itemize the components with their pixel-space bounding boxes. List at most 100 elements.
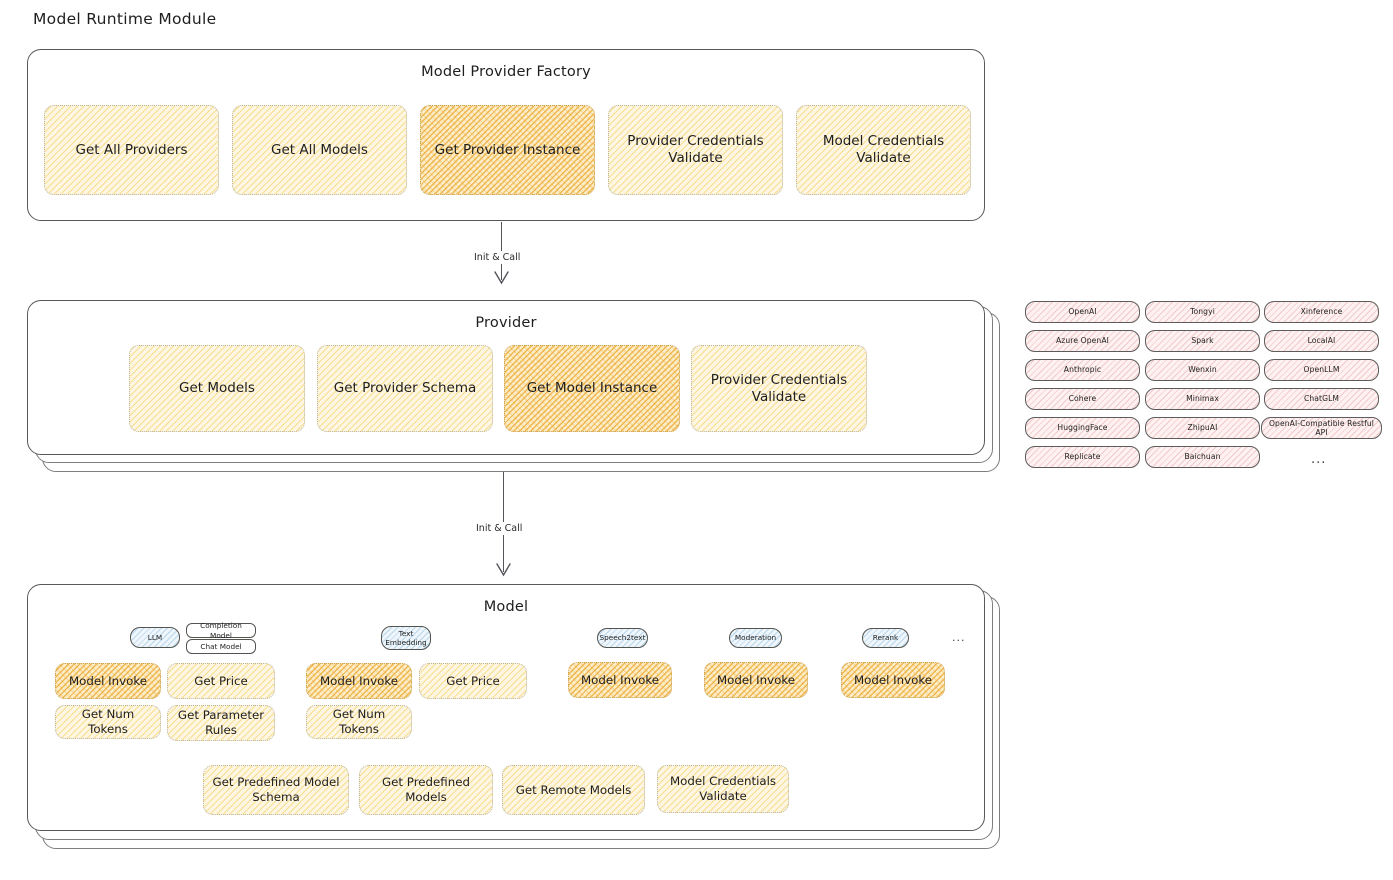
model-op-label: Get Price — [194, 673, 248, 688]
provider-chip-label: Cohere — [1068, 394, 1097, 404]
provider-chip-label: Wenxin — [1188, 365, 1217, 375]
model-common-op-label: Get Remote Models — [515, 782, 632, 797]
provider-chip-label: Anthropic — [1063, 365, 1102, 375]
model-op-moderation-model-invoke[interactable]: Model Invoke — [704, 662, 808, 698]
provider-card-provider-credentials-validate[interactable]: Provider Credentials Validate — [691, 345, 867, 432]
provider-chip-label: OpenAI — [1068, 307, 1097, 317]
model-op-speech2text-model-invoke[interactable]: Model Invoke — [568, 662, 672, 698]
provider-chip-label: HuggingFace — [1057, 423, 1108, 433]
model-op-llm-get-price[interactable]: Get Price — [167, 663, 275, 699]
model-op-label: Model Invoke — [320, 673, 398, 688]
model-sub-badge-label: Completion Model — [200, 621, 242, 640]
provider-chip-openllm[interactable]: OpenLLM — [1264, 359, 1379, 381]
provider-chip-zhipuai[interactable]: ZhipuAI — [1145, 417, 1260, 439]
model-op-label: Model Invoke — [717, 672, 795, 687]
provider-chip-replicate[interactable]: Replicate — [1025, 446, 1140, 468]
provider-card-label: Get Models — [179, 380, 255, 397]
model-common-op-label: Model Credentials Validate — [669, 774, 777, 803]
model-type-badge-label: Speech2text — [599, 633, 646, 643]
provider-chip-cohere[interactable]: Cohere — [1025, 388, 1140, 410]
model-op-embedding-get-num-tokens[interactable]: Get Num Tokens — [306, 705, 412, 739]
provider-card-label: Get Provider Schema — [333, 380, 477, 397]
model-common-op-get-predefined-model-schema[interactable]: Get Predefined Model Schema — [203, 765, 349, 815]
provider-list-more: ... — [1311, 452, 1327, 467]
provider-chip-xinference[interactable]: Xinference — [1264, 301, 1379, 323]
provider-chip-label: Baichuan — [1184, 452, 1221, 462]
connector-arrowhead-2 — [495, 562, 512, 578]
model-op-label: Model Invoke — [69, 673, 147, 688]
model-op-rerank-model-invoke[interactable]: Model Invoke — [841, 662, 945, 698]
factory-card-provider-credentials-validate[interactable]: Provider Credentials Validate — [608, 105, 783, 195]
provider-card-label: Provider Credentials Validate — [710, 371, 848, 405]
provider-chip-huggingface[interactable]: HuggingFace — [1025, 417, 1140, 439]
model-type-badge-label: Moderation — [734, 633, 777, 643]
provider-chip-label: Tongyi — [1190, 307, 1215, 317]
provider-chip-label: ChatGLM — [1303, 394, 1340, 404]
model-op-label: Get Parameter Rules — [177, 708, 265, 737]
provider-chip-label: Azure OpenAI — [1056, 336, 1109, 346]
provider-chip-spark[interactable]: Spark — [1145, 330, 1260, 352]
factory-card-label: Get All Models — [271, 141, 368, 158]
provider-chip-localai[interactable]: LocalAI — [1264, 330, 1379, 352]
provider-card-get-model-instance[interactable]: Get Model Instance — [504, 345, 680, 432]
provider-chip-label: Minimax — [1186, 394, 1219, 404]
model-common-op-label: Get Predefined Model Schema — [212, 775, 340, 804]
factory-card-label: Get All Providers — [75, 141, 188, 158]
model-type-badge-label: LLM — [147, 632, 163, 642]
provider-card-get-models[interactable]: Get Models — [129, 345, 305, 432]
model-common-op-model-credentials-validate[interactable]: Model Credentials Validate — [657, 765, 789, 813]
provider-chip-label: Replicate — [1064, 452, 1101, 462]
page-title: Model Runtime Module — [33, 10, 217, 28]
model-op-label: Get Price — [446, 673, 500, 688]
model-type-badge-speech2text[interactable]: Speech2text — [597, 628, 648, 648]
model-provider-factory-title: Model Provider Factory — [421, 64, 591, 80]
factory-card-get-all-providers[interactable]: Get All Providers — [44, 105, 219, 195]
provider-card-get-provider-schema[interactable]: Get Provider Schema — [317, 345, 493, 432]
factory-card-get-all-models[interactable]: Get All Models — [232, 105, 407, 195]
provider-chip-chatglm[interactable]: ChatGLM — [1264, 388, 1379, 410]
factory-card-label: Model Credentials Validate — [822, 133, 945, 166]
connector-arrowhead-1 — [493, 270, 510, 286]
factory-card-label: Provider Credentials Validate — [627, 133, 764, 166]
model-common-op-get-remote-models[interactable]: Get Remote Models — [502, 765, 645, 815]
factory-card-model-credentials-validate[interactable]: Model Credentials Validate — [796, 105, 971, 195]
model-op-label: Get Num Tokens — [81, 707, 135, 736]
model-op-embedding-get-price[interactable]: Get Price — [419, 663, 527, 699]
provider-chip-label: Xinference — [1300, 307, 1343, 317]
provider-chip-anthropic[interactable]: Anthropic — [1025, 359, 1140, 381]
provider-chip-minimax[interactable]: Minimax — [1145, 388, 1260, 410]
provider-chip-label: ZhipuAI — [1187, 423, 1218, 433]
provider-chip-baichuan[interactable]: Baichuan — [1145, 446, 1260, 468]
provider-title: Provider — [475, 315, 537, 331]
model-sub-badge-completion-model[interactable]: Completion Model — [186, 621, 256, 640]
model-type-badge-label: Text Embedding — [385, 628, 427, 647]
provider-chip-openai-compatible-restful-api[interactable]: OpenAI-Compatible Restful API — [1261, 417, 1382, 439]
provider-chip-wenxin[interactable]: Wenxin — [1145, 359, 1260, 381]
connector-label-1: Init & Call — [470, 251, 525, 264]
connector-label-2: Init & Call — [472, 522, 527, 535]
model-type-badge-rerank[interactable]: Rerank — [862, 628, 909, 648]
model-type-badge-moderation[interactable]: Moderation — [729, 628, 782, 648]
model-type-badge-llm[interactable]: LLM — [130, 627, 180, 648]
provider-chip-label: OpenAI-Compatible Restful API — [1268, 418, 1374, 437]
model-types-more: ... — [952, 631, 966, 644]
provider-chip-azure-openai[interactable]: Azure OpenAI — [1025, 330, 1140, 352]
model-op-llm-get-parameter-rules[interactable]: Get Parameter Rules — [167, 705, 275, 741]
model-op-llm-get-num-tokens[interactable]: Get Num Tokens — [55, 705, 161, 739]
factory-card-get-provider-instance[interactable]: Get Provider Instance — [420, 105, 595, 195]
model-op-label: Get Num Tokens — [332, 707, 386, 736]
model-sub-badge-chat-model[interactable]: Chat Model — [186, 639, 256, 654]
provider-chip-label: LocalAI — [1307, 336, 1336, 346]
model-type-badge-label: Rerank — [872, 633, 899, 643]
model-op-label: Model Invoke — [581, 672, 659, 687]
model-op-llm-model-invoke[interactable]: Model Invoke — [55, 663, 161, 699]
model-op-embedding-model-invoke[interactable]: Model Invoke — [306, 663, 412, 699]
model-common-op-get-predefined-models[interactable]: Get Predefined Models — [359, 765, 493, 815]
provider-chip-openai[interactable]: OpenAI — [1025, 301, 1140, 323]
provider-chip-label: Spark — [1191, 336, 1214, 346]
provider-chip-tongyi[interactable]: Tongyi — [1145, 301, 1260, 323]
model-type-badge-text-embedding[interactable]: Text Embedding — [381, 626, 431, 650]
model-sub-badge-label: Chat Model — [200, 641, 242, 651]
provider-chip-label: OpenLLM — [1303, 365, 1340, 375]
model-title: Model — [483, 599, 529, 615]
